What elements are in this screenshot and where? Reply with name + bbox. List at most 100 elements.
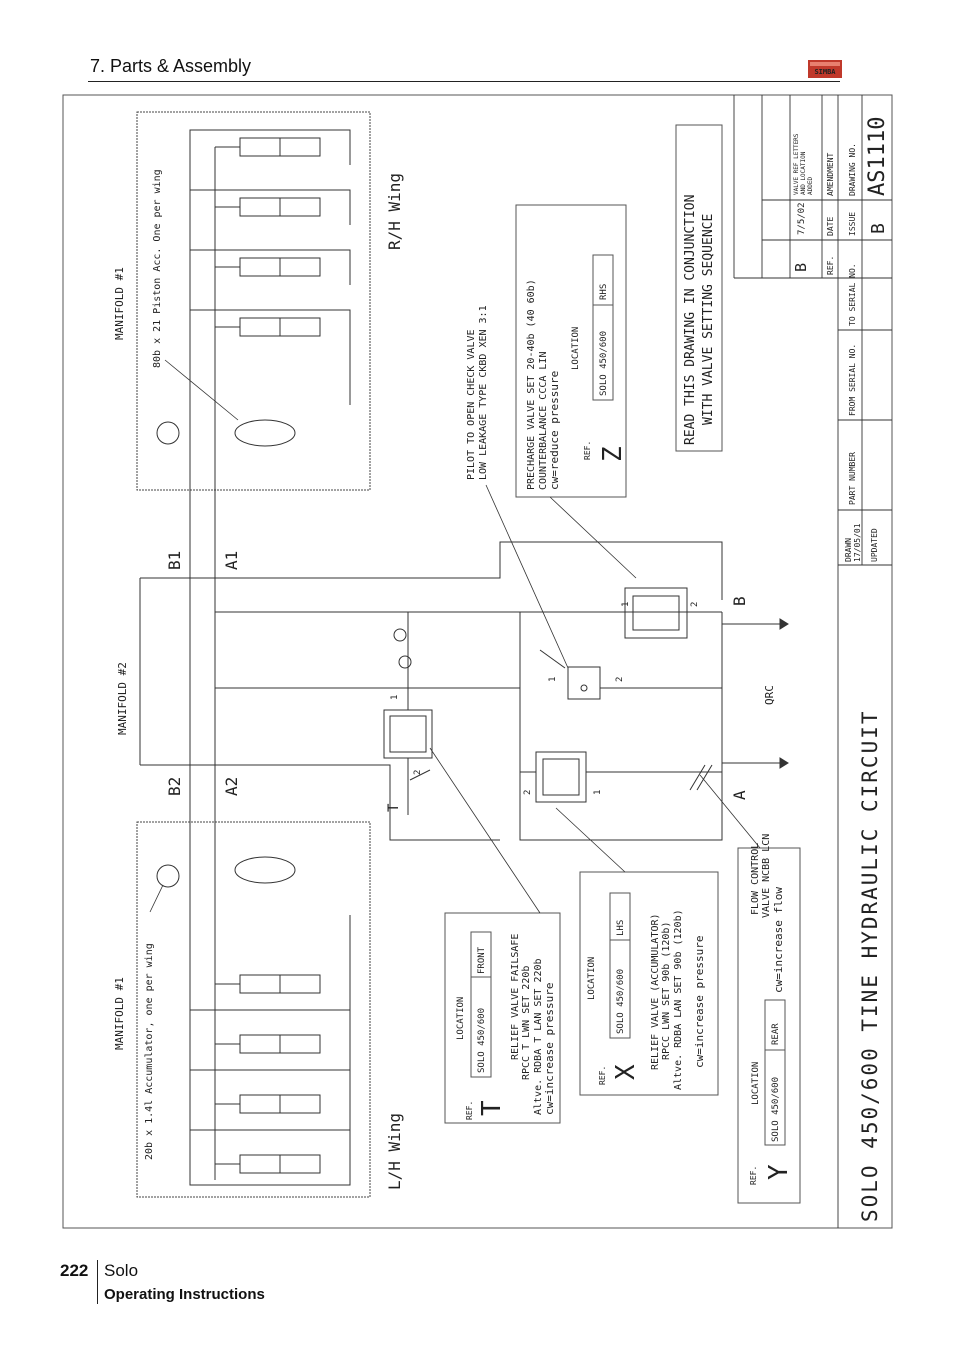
svg-text:MANIFOLD #1: MANIFOLD #1: [113, 977, 126, 1050]
svg-text:PRECHARGE VALVE SET 20-40b (40: PRECHARGE VALVE SET 20-40b (40 60b): [526, 279, 537, 490]
ref-t-box: [444, 912, 561, 1124]
svg-text:TO SERIAL NO.: TO SERIAL NO.: [848, 263, 857, 326]
svg-text:2: 2: [690, 602, 700, 607]
section-title: 7. Parts & Assembly: [90, 56, 252, 76]
svg-text:PART NUMBER: PART NUMBER: [848, 452, 857, 505]
ref-x-box: [579, 871, 719, 1096]
svg-text:COUNTERBALANCE CCCA LIN: COUNTERBALANCE CCCA LIN: [538, 352, 549, 490]
svg-text:ADDED: ADDED: [807, 177, 814, 195]
svg-text:QRC: QRC: [763, 685, 776, 705]
svg-text:cw=reduce pressure: cw=reduce pressure: [548, 371, 561, 490]
manual-subtitle: Operating Instructions: [104, 1286, 265, 1303]
note-box: [675, 124, 723, 452]
svg-text:REF.: REF.: [598, 1066, 607, 1085]
port-numbers: 1 2 1 2 2 1 1 2: [390, 602, 700, 795]
svg-text:2: 2: [615, 677, 625, 682]
bus-lines: [139, 130, 723, 1180]
svg-text:cw=increase pressure: cw=increase pressure: [693, 936, 706, 1068]
svg-text:REF.: REF.: [749, 1166, 758, 1185]
svg-text:DRAWING NO.: DRAWING NO.: [848, 143, 857, 196]
svg-text:T: T: [386, 803, 402, 812]
svg-text:RPCC T LWN SET 220b: RPCC T LWN SET 220b: [521, 966, 532, 1080]
title-block-text: B 7/5/02 VALVE REF LETTERS AND LOCATION …: [792, 117, 890, 562]
page-number: 222: [60, 1261, 89, 1280]
drawing-title: SOLO 450/600 TINE HYDRAULIC CIRCUIT: [858, 709, 882, 1222]
note-line-2: WITH VALVE SETTING SEQUENCE: [701, 214, 716, 425]
svg-text:PILOT TO OPEN CHECK VALVE: PILOT TO OPEN CHECK VALVE: [466, 329, 477, 480]
svg-text:2: 2: [523, 790, 533, 795]
svg-text:AS1110: AS1110: [865, 117, 890, 196]
note-line-1: READ THIS DRAWING IN CONJUNCTION: [683, 195, 698, 445]
ref-z-box: [515, 204, 627, 498]
svg-text:1: 1: [621, 602, 631, 607]
svg-text:REF.: REF.: [583, 441, 592, 460]
svg-text:FROM SERIAL NO.: FROM SERIAL NO.: [848, 344, 857, 416]
svg-text:1: 1: [548, 677, 558, 682]
svg-text:7/5/02: 7/5/02: [797, 202, 807, 235]
svg-text:B: B: [792, 263, 810, 272]
svg-text:SOLO 450/600: SOLO 450/600: [616, 969, 626, 1034]
svg-text:DATE: DATE: [826, 217, 835, 236]
svg-text:A: A: [730, 790, 749, 800]
svg-text:Z: Z: [598, 446, 628, 462]
svg-text:REF.: REF.: [465, 1101, 474, 1120]
svg-text:T: T: [477, 1100, 507, 1116]
svg-text:1: 1: [593, 790, 603, 795]
svg-text:REF.: REF.: [826, 256, 835, 275]
svg-text:20b x 1.4l Accumulator, one pe: 20b x 1.4l Accumulator, one per wing: [144, 943, 155, 1160]
svg-text:LOCATION: LOCATION: [571, 327, 581, 370]
footer-divider: [97, 1260, 98, 1304]
svg-text:VALVE REF LETTERS: VALVE REF LETTERS: [793, 133, 800, 195]
lh-cylinders: [149, 856, 351, 1186]
svg-text:VALVE NCBB LCN: VALVE NCBB LCN: [761, 834, 772, 918]
svg-text:L/H Wing: L/H Wing: [385, 1113, 404, 1190]
svg-text:LOCATION: LOCATION: [751, 1062, 761, 1105]
svg-text:DRAWN: DRAWN: [844, 538, 853, 562]
svg-text:SOLO 450/600: SOLO 450/600: [771, 1077, 781, 1142]
svg-text:RPCC LWN SET 90b (120b): RPCC LWN SET 90b (120b): [661, 922, 672, 1060]
svg-text:2: 2: [413, 770, 423, 775]
rh-cylinders: [156, 129, 351, 447]
svg-text:LOCATION: LOCATION: [587, 957, 597, 1000]
svg-text:RELIEF VALVE (ACCUMULATOR): RELIEF VALVE (ACCUMULATOR): [650, 913, 661, 1070]
svg-text:1: 1: [390, 695, 400, 700]
svg-text:FLOW CONTROL: FLOW CONTROL: [750, 843, 761, 915]
manifold1-bottom-box: [136, 821, 371, 1198]
svg-text:LHS: LHS: [616, 920, 626, 936]
svg-text:R/H Wing: R/H Wing: [385, 173, 404, 250]
header-rule: [88, 81, 840, 82]
svg-text:A1: A1: [222, 551, 241, 570]
svg-text:LOW LEAKAGE TYPE CKBD XEN 3:1: LOW LEAKAGE TYPE CKBD XEN 3:1: [478, 305, 489, 480]
svg-text:Altve. RDBA T LAN SET 220b: Altve. RDBA T LAN SET 220b: [533, 958, 544, 1115]
title-block: [733, 95, 892, 1228]
manifold1-top-box: [136, 111, 371, 491]
manifold2-components: [383, 587, 789, 815]
svg-text:FRONT: FRONT: [477, 946, 487, 974]
svg-text:17/05/01: 17/05/01: [853, 523, 862, 562]
svg-text:cw=increase flow: cw=increase flow: [772, 887, 785, 993]
svg-text:cw=increase pressure: cw=increase pressure: [543, 983, 556, 1115]
svg-text:B: B: [868, 223, 889, 234]
svg-text:AND LOCATION: AND LOCATION: [800, 151, 807, 195]
svg-text:REAR: REAR: [771, 1023, 781, 1045]
svg-text:MANIFOLD #1: MANIFOLD #1: [113, 267, 126, 340]
drawing-frame: [62, 94, 893, 1229]
ref-y-box: [737, 847, 801, 1204]
svg-text:AMENDMENT: AMENDMENT: [826, 152, 835, 196]
svg-text:LOCATION: LOCATION: [456, 997, 466, 1040]
simba-logo: SIMBA: [808, 60, 842, 78]
svg-text:B1: B1: [165, 551, 184, 570]
svg-text:UPDATED: UPDATED: [870, 528, 879, 562]
svg-text:ISSUE: ISSUE: [848, 212, 857, 236]
svg-text:RHS: RHS: [599, 284, 609, 300]
svg-text:SOLO 450/600: SOLO 450/600: [599, 331, 609, 396]
svg-text:MANIFOLD #2: MANIFOLD #2: [116, 662, 129, 735]
svg-text:B: B: [730, 596, 749, 606]
svg-text:A2: A2: [222, 777, 241, 796]
svg-text:Altve. RDBA LAN SET 90b (120b): Altve. RDBA LAN SET 90b (120b): [673, 909, 684, 1090]
svg-text:80b x 21 Piston Acc. One per w: 80b x 21 Piston Acc. One per wing: [152, 169, 163, 368]
svg-text:Y: Y: [764, 1164, 794, 1180]
svg-text:X: X: [611, 1064, 641, 1080]
svg-text:RELIEF VALVE FAILSAFE: RELIEF VALVE FAILSAFE: [510, 934, 521, 1060]
